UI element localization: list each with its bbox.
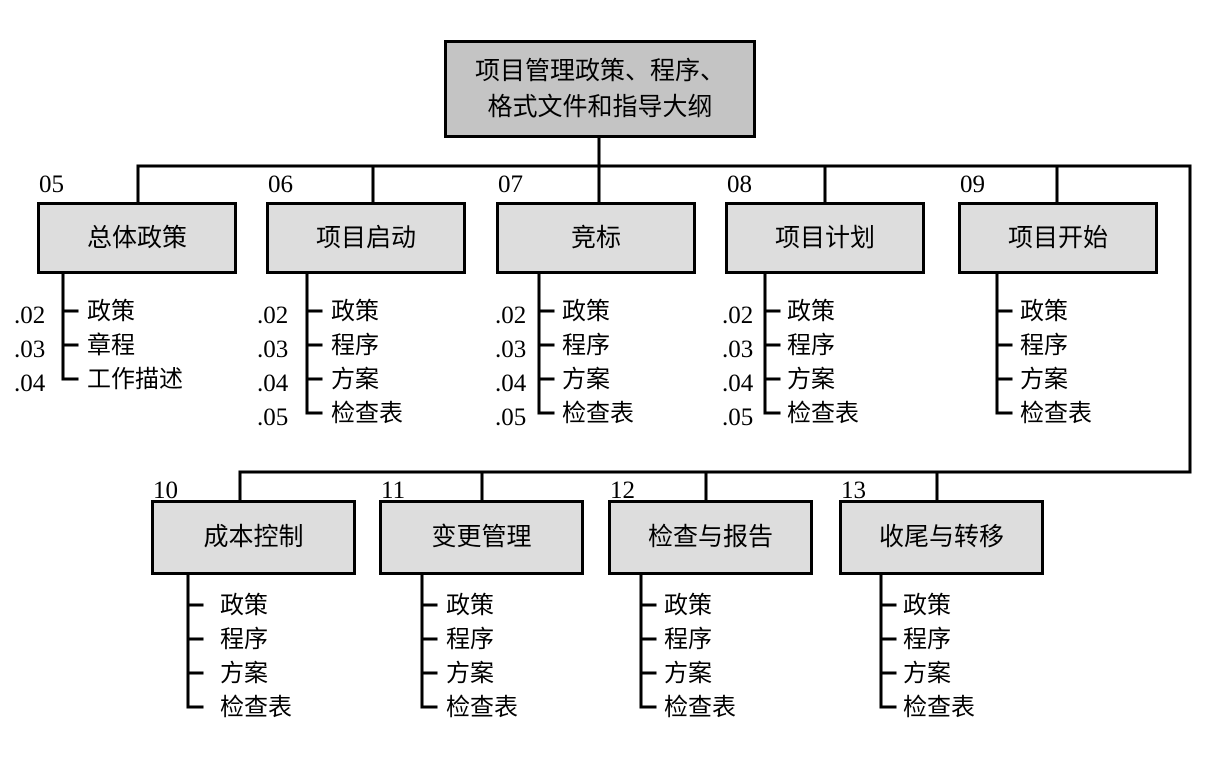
item-number: .02 [495,302,527,329]
item-number: .03 [495,336,527,363]
item-label: 方案 [903,659,951,687]
section-box-09: 项目开始 [958,202,1158,274]
item-label: 检查表 [220,693,292,721]
item-label: 程序 [903,625,951,653]
root-title-line-2: 格式文件和指导大纲 [487,92,713,121]
item-label: 方案 [664,659,712,687]
item-number: .02 [257,302,289,329]
section-code-label: 06 [268,171,293,198]
item-label: 检查表 [903,693,975,721]
root-node: 项目管理政策、程序、 格式文件和指导大纲 [444,40,756,138]
section-code-label: 07 [498,171,523,198]
item-label: 程序 [664,625,712,653]
section-box-05: 总体政策 [37,202,237,274]
item-label: 方案 [220,659,268,687]
item-label: 检查表 [446,693,518,721]
item-label: 检查表 [664,693,736,721]
item-label: 章程 [87,331,135,359]
item-label: 检查表 [1020,399,1092,427]
item-label: 政策 [787,297,835,325]
item-label: 检查表 [787,399,859,427]
item-label: 程序 [562,331,610,359]
item-number: .04 [257,370,289,397]
item-label: 方案 [446,659,494,687]
section-code-label: 13 [841,477,866,504]
section-code-label: 09 [960,171,985,198]
section-box-08: 项目计划 [725,202,925,274]
section-code-label: 08 [727,171,752,198]
section-box-10: 成本控制 [151,500,356,575]
item-label: 方案 [331,365,379,393]
section-code-label: 10 [153,477,178,504]
item-number: .03 [722,336,754,363]
item-label: 政策 [331,297,379,325]
section-box-12: 检查与报告 [608,500,813,575]
item-label: 程序 [331,331,379,359]
item-label: 程序 [1020,331,1068,359]
item-number: .02 [14,302,46,329]
section-code-label: 11 [381,477,406,504]
item-label: 政策 [446,591,494,619]
section-code-label: 12 [610,477,635,504]
item-label: 程序 [446,625,494,653]
section-box-11: 变更管理 [379,500,584,575]
item-number: .05 [257,404,289,431]
item-number: .05 [722,404,754,431]
section-box-13: 收尾与转移 [839,500,1044,575]
item-label: 检查表 [331,399,403,427]
item-label: 方案 [787,365,835,393]
item-label: 工作描述 [87,365,183,393]
item-number: .03 [14,336,46,363]
item-label: 政策 [903,591,951,619]
item-label: 政策 [220,591,268,619]
item-label: 检查表 [562,399,634,427]
item-number: .04 [495,370,527,397]
item-label: 政策 [1020,297,1068,325]
item-number: .04 [14,370,46,397]
item-number: .04 [722,370,754,397]
item-number: .02 [722,302,754,329]
item-number: .03 [257,336,289,363]
item-label: 政策 [562,297,610,325]
item-label: 程序 [787,331,835,359]
item-label: 程序 [220,625,268,653]
item-label: 方案 [1020,365,1068,393]
section-box-07: 竞标 [496,202,696,274]
section-code-label: 05 [39,171,64,198]
section-box-06: 项目启动 [266,202,466,274]
item-label: 政策 [664,591,712,619]
item-label: 政策 [87,297,135,325]
item-number: .05 [495,404,527,431]
item-label: 方案 [562,365,610,393]
root-title-line-1: 项目管理政策、程序、 [474,55,725,85]
